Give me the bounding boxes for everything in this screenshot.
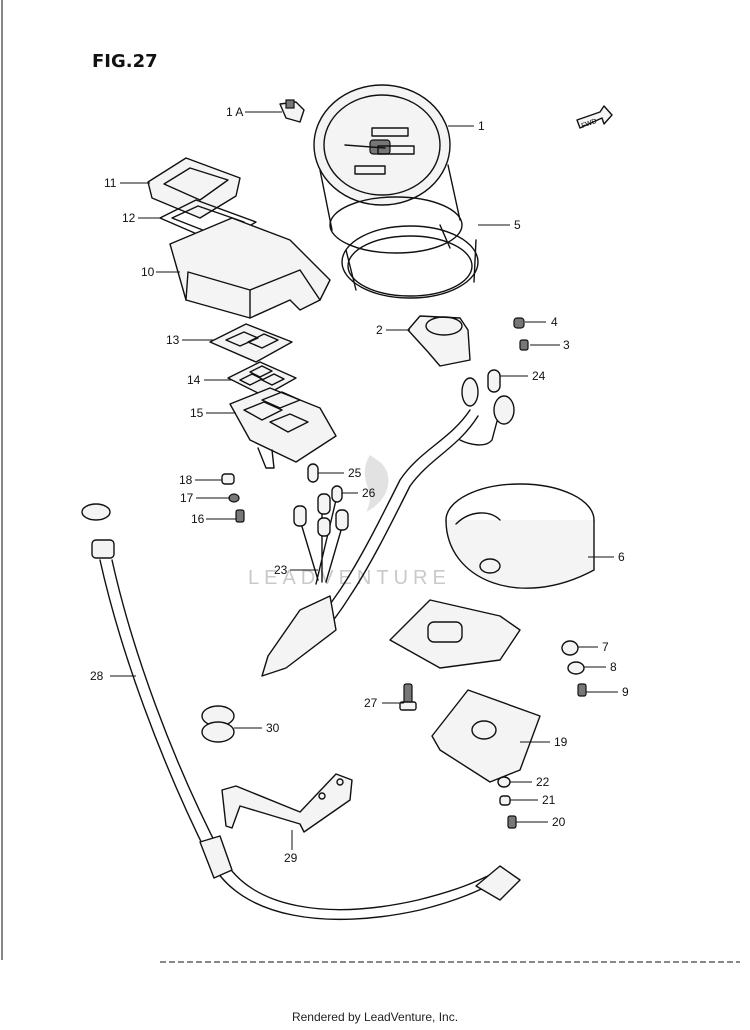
part-21-nut [499, 795, 511, 806]
callout-12: 12 [122, 211, 136, 225]
leader-lines [110, 111, 618, 850]
part-11-lens [147, 157, 241, 219]
callout-labels: 1 A 1 5 4 3 2 24 11 12 10 13 14 15 18 17… [90, 105, 629, 865]
callout-6: 6 [618, 550, 625, 564]
part-28-speedometer-cable [81, 503, 521, 921]
part-17-washer [228, 493, 240, 503]
callout-26: 26 [362, 486, 376, 500]
callout-2: 2 [376, 323, 383, 337]
part-15-indicator-socket [229, 387, 337, 469]
callout-11: 11 [104, 176, 117, 190]
callout-28: 28 [90, 669, 104, 683]
callout-13: 13 [166, 333, 180, 347]
part-1a-bulb [279, 99, 305, 123]
part-13-plate [209, 323, 293, 363]
part-23-wiring-harness [261, 377, 515, 677]
callout-25: 25 [348, 466, 362, 480]
callout-9: 9 [622, 685, 629, 699]
callout-24: 24 [532, 369, 546, 383]
part-26-bulb [331, 485, 343, 503]
callout-1a: 1 A [226, 105, 243, 119]
callout-17: 17 [180, 491, 194, 505]
callout-27: 27 [364, 696, 378, 710]
figure-label: FIG.27 [92, 51, 158, 72]
part-19-bracket [431, 689, 541, 783]
part-3-screw [519, 339, 529, 351]
part-7-nut [561, 640, 579, 656]
callout-30: 30 [266, 721, 280, 735]
fwd-arrow-icon: FWD [576, 105, 613, 130]
part-14-indicator-panel [227, 361, 297, 397]
callout-7: 7 [602, 640, 609, 654]
part-5-gasket [341, 225, 479, 299]
callout-4: 4 [551, 315, 558, 329]
callout-21: 21 [542, 793, 556, 807]
callout-22: 22 [536, 775, 550, 789]
part-10-housing [169, 217, 331, 319]
part-20-screw [507, 815, 517, 829]
callout-3: 3 [563, 338, 570, 352]
part-25-bulb [307, 463, 319, 483]
callout-19: 19 [554, 735, 568, 749]
callout-23: 23 [274, 563, 288, 577]
part-8-washer [567, 661, 585, 675]
callout-29: 29 [284, 851, 298, 865]
callout-18: 18 [179, 473, 193, 487]
part-16-screw [235, 509, 245, 523]
footer-credit: Rendered by LeadVenture, Inc. [291, 1010, 459, 1024]
callout-15: 15 [190, 406, 204, 420]
callout-16: 16 [191, 512, 205, 526]
callout-14: 14 [187, 373, 201, 387]
part-6-cover [389, 483, 595, 669]
callout-1: 1 [478, 119, 485, 133]
callout-8: 8 [610, 660, 617, 674]
watermark-flame-icon [364, 455, 389, 512]
part-2-bracket [407, 315, 471, 367]
part-30-grommet [201, 705, 235, 743]
part-29-bracket [221, 773, 353, 833]
part-9-screw [577, 683, 587, 697]
part-1-speedometer [313, 84, 463, 254]
part-22-washer [497, 776, 511, 788]
part-18-nut [221, 473, 235, 485]
part-24-bulb [487, 369, 501, 393]
callout-20: 20 [552, 815, 566, 829]
part-27-bolt [399, 683, 417, 711]
part-4-nut [513, 317, 525, 329]
callout-5: 5 [514, 218, 521, 232]
callout-10: 10 [141, 265, 155, 279]
